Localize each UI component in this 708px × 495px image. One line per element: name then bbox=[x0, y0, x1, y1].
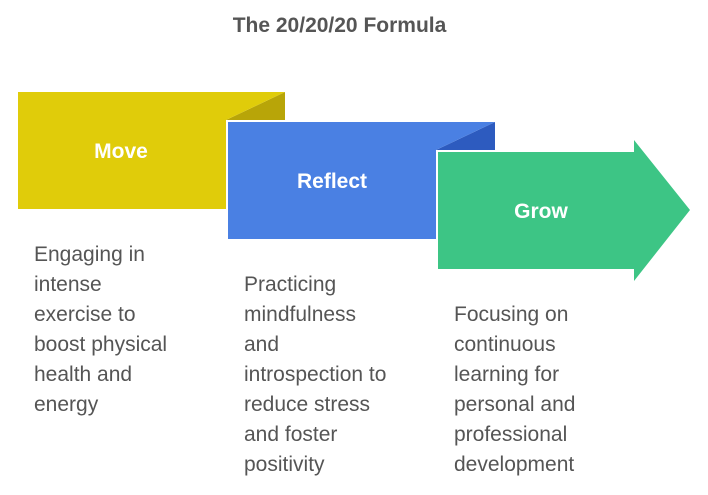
step-reflect-description: Practicing mindfulness and introspection… bbox=[244, 273, 387, 476]
step-reflect-banner bbox=[228, 122, 495, 239]
step-move-banner bbox=[18, 92, 285, 209]
page-title: The 20/20/20 Formula bbox=[232, 14, 447, 37]
step-move-description: Engaging in intense exercise to boost ph… bbox=[34, 243, 168, 416]
step-reflect: Reflect bbox=[228, 122, 495, 239]
step-reflect-label: Reflect bbox=[297, 170, 367, 193]
step-grow: Grow bbox=[438, 140, 690, 281]
step-move: Move bbox=[18, 92, 285, 209]
step-grow-label: Grow bbox=[514, 200, 568, 223]
step-grow-description: Focusing on continuous learning for pers… bbox=[454, 303, 576, 476]
step-grow-arrow bbox=[438, 140, 690, 281]
step-move-label: Move bbox=[94, 140, 148, 163]
